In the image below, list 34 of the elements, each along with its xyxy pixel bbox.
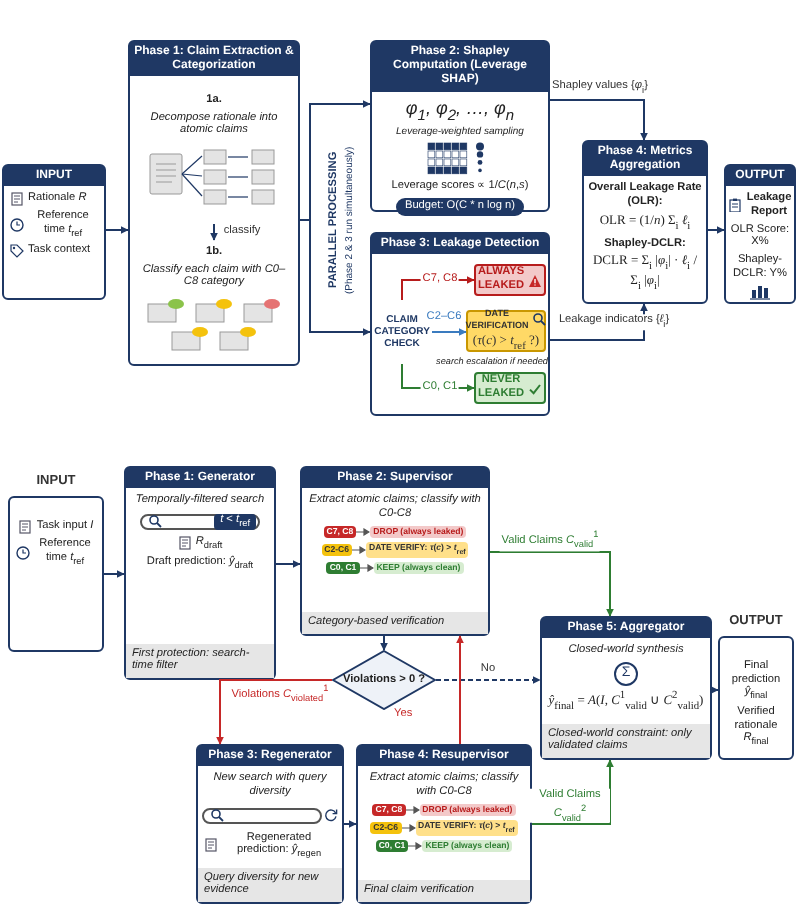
formula-text: φ$_{1}$, φ$_{2}$, …, φ$_{n}$ bbox=[405, 97, 515, 123]
status-box bbox=[474, 264, 546, 296]
arrow bbox=[707, 226, 725, 234]
panel-box bbox=[582, 140, 708, 304]
arrow bbox=[435, 676, 541, 684]
panel-box bbox=[196, 744, 344, 904]
arrow bbox=[710, 686, 719, 694]
arrow bbox=[343, 820, 357, 828]
arrow bbox=[299, 219, 371, 336]
arrow bbox=[549, 99, 648, 141]
panel-box bbox=[300, 466, 490, 636]
panel-box bbox=[128, 40, 300, 366]
arrow bbox=[401, 363, 475, 392]
arrow bbox=[275, 560, 301, 568]
arrow bbox=[431, 328, 467, 336]
arrow bbox=[531, 759, 614, 825]
arrow bbox=[549, 303, 648, 341]
arrow bbox=[489, 551, 614, 617]
panel-box bbox=[370, 232, 550, 416]
panel-box bbox=[356, 744, 532, 904]
panel-box bbox=[124, 466, 276, 680]
arrow bbox=[456, 635, 464, 745]
arrow bbox=[216, 679, 333, 745]
panel-box bbox=[540, 616, 712, 760]
panel-box bbox=[370, 40, 550, 212]
decision-diamond bbox=[332, 650, 436, 710]
arrow bbox=[210, 223, 218, 241]
panel-box bbox=[2, 164, 106, 300]
arrow bbox=[103, 570, 125, 578]
arrow bbox=[105, 226, 129, 234]
arrow bbox=[401, 276, 475, 301]
panel-box bbox=[724, 164, 796, 304]
status-box bbox=[474, 372, 546, 404]
arrow bbox=[380, 635, 388, 651]
